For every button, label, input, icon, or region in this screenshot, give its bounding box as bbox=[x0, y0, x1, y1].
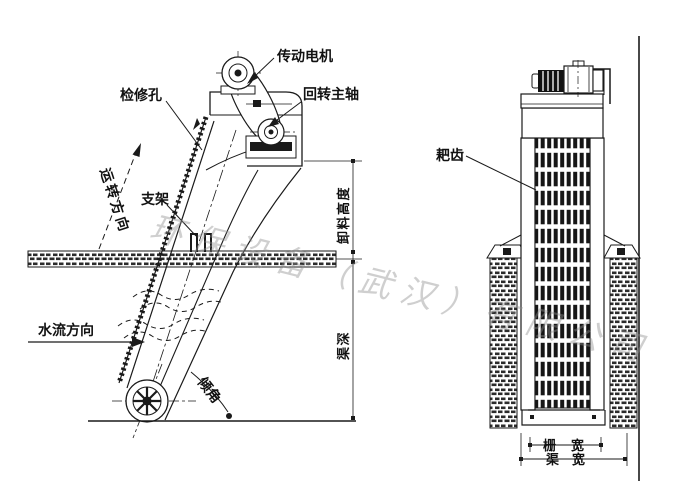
rotary-shaft-label: 回转主轴 bbox=[303, 86, 359, 102]
inspection-hole-label: 检修孔 bbox=[120, 87, 162, 103]
flow-arrow-icon bbox=[132, 337, 145, 347]
frame-column-left bbox=[520, 137, 536, 411]
inclination-annotation: 倾角 bbox=[190, 371, 232, 419]
drive-motor-label: 传动电机 bbox=[276, 48, 333, 64]
discharge-height-label: 卸料高度 bbox=[336, 186, 351, 244]
screen-width-label: 栅宽 bbox=[543, 438, 599, 453]
channel-wall-left bbox=[489, 257, 518, 429]
head-cover bbox=[521, 107, 604, 139]
side-dimensions bbox=[304, 159, 362, 420]
running-direction-label: 运转方向 bbox=[97, 166, 133, 236]
break-lines bbox=[117, 288, 225, 341]
water-flow-label: 水流方向 bbox=[38, 322, 94, 338]
channel-width-label: 渠宽 bbox=[545, 452, 598, 467]
frame-column-right bbox=[589, 137, 605, 411]
support-label: 支架 bbox=[140, 191, 169, 207]
chain-direction-arrow bbox=[193, 118, 200, 130]
rake-teeth-label: 耙齿 bbox=[436, 147, 464, 163]
rotary-shaft-callout: 回转主轴 bbox=[268, 86, 359, 127]
head-assembly bbox=[205, 51, 303, 171]
front-dimensions bbox=[519, 433, 628, 466]
front-view bbox=[486, 36, 641, 481]
front-motor bbox=[531, 60, 611, 104]
water-flow-annotation: 水流方向 bbox=[28, 322, 145, 347]
rake-teeth-callout: 耙齿 bbox=[436, 147, 537, 191]
drive-motor-callout: 传动电机 bbox=[247, 48, 333, 84]
running-direction-annotation: 运转方向 bbox=[97, 143, 141, 250]
inspection-hole-callout: 检修孔 bbox=[120, 87, 203, 151]
channel-wall-right bbox=[609, 257, 638, 429]
support-callout: 支架 bbox=[140, 191, 197, 237]
rotary-shaft-pulley bbox=[250, 118, 298, 146]
bottom-sprocket bbox=[112, 363, 196, 439]
discharge-strip bbox=[250, 142, 292, 151]
rake-teeth-grid bbox=[534, 137, 591, 409]
motor-pulley bbox=[216, 51, 262, 96]
channel-depth-label: 渠深 bbox=[336, 331, 351, 361]
